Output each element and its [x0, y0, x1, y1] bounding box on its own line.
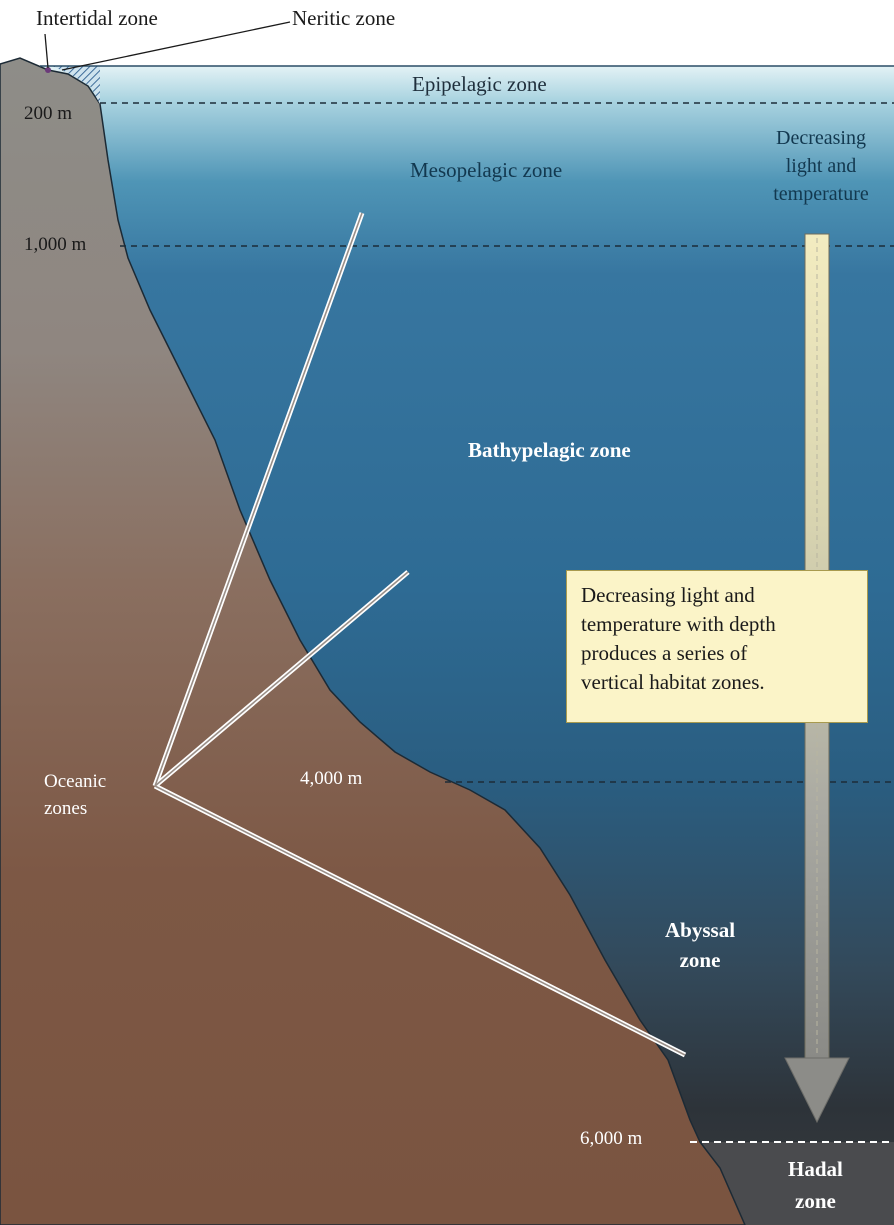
oceanic-line1: Oceanic — [44, 768, 106, 795]
abyssal-zone-label: Abyssal zone — [665, 915, 735, 975]
depth-label-200m: 200 m — [24, 103, 72, 125]
oceanic-zones-label: Oceanic zones — [44, 768, 106, 822]
callout-line1: Decreasing light and — [581, 581, 853, 610]
neritic-zone-label: Neritic zone — [292, 6, 395, 31]
callout-line2: temperature with depth — [581, 610, 853, 639]
intertidal-pointer — [45, 34, 48, 68]
hadal-line2: zone — [788, 1185, 843, 1217]
oceanic-line2: zones — [44, 795, 106, 822]
hadal-line1: Hadal — [788, 1153, 843, 1185]
depth-label-1000m: 1,000 m — [24, 234, 86, 256]
intertidal-zone-label: Intertidal zone — [36, 6, 158, 31]
abyssal-line1: Abyssal — [665, 915, 735, 945]
arrow-label: Decreasing light and temperature — [746, 124, 894, 208]
arrow-label-line2: light and — [746, 152, 894, 180]
arrow-label-line3: temperature — [746, 180, 894, 208]
abyssal-line2: zone — [665, 945, 735, 975]
callout-line4: vertical habitat zones. — [581, 668, 853, 697]
callout-line3: produces a series of — [581, 639, 853, 668]
arrow-label-line1: Decreasing — [746, 124, 894, 152]
callout-box: Decreasing light and temperature with de… — [566, 570, 868, 723]
depth-label-6000m: 6,000 m — [580, 1128, 642, 1150]
hadal-zone-label: Hadal zone — [788, 1153, 843, 1217]
mesopelagic-zone-label: Mesopelagic zone — [410, 158, 562, 183]
bathypelagic-zone-label: Bathypelagic zone — [468, 438, 631, 463]
depth-label-4000m: 4,000 m — [300, 768, 362, 790]
epipelagic-zone-label: Epipelagic zone — [412, 72, 547, 97]
